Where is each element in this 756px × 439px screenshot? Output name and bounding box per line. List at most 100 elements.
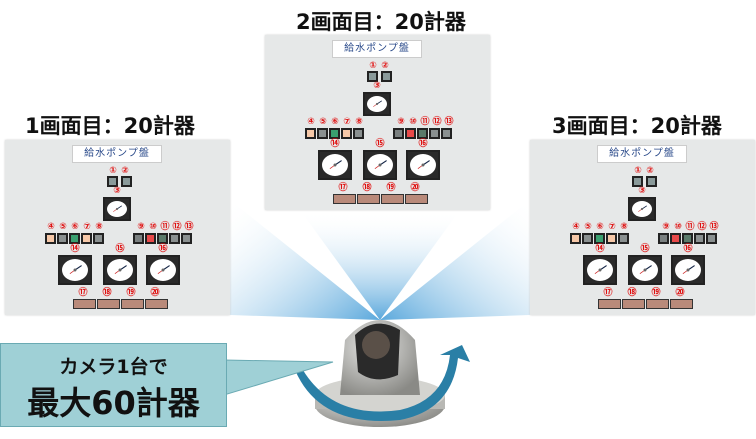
indicator-lamp — [367, 71, 378, 82]
gauge-face — [367, 154, 393, 176]
push-button — [646, 299, 669, 309]
push-button — [622, 299, 645, 309]
indicator-lamp — [670, 233, 681, 244]
meter-number: ⑧ — [95, 222, 103, 232]
meter-number: ⑳ — [410, 183, 420, 193]
indicator-lamp — [381, 71, 392, 82]
meter-number: ⑱ — [627, 288, 637, 298]
meter-number: ⑧ — [355, 117, 363, 127]
meter-number: ⑦ — [608, 222, 616, 232]
meter-number: ⑩ — [149, 222, 157, 232]
analog-gauge — [363, 92, 391, 116]
indicator-lamp — [570, 233, 581, 244]
push-button — [357, 194, 380, 204]
gauge-face — [322, 154, 348, 176]
push-button — [145, 299, 168, 309]
meter-number: ⑪ — [160, 222, 170, 232]
indicator-lamp — [181, 233, 192, 244]
beam-right — [380, 200, 530, 320]
screen-2-title: 2画面目：20計器 — [296, 10, 466, 34]
panel-sign: 給水ポンプ盤 — [72, 145, 162, 163]
indicator-lamp — [417, 128, 428, 139]
meter-number: ⑤ — [319, 117, 327, 127]
meter-number: ⑥ — [71, 222, 79, 232]
push-button — [670, 299, 693, 309]
meter-number: ③ — [373, 81, 381, 91]
indicator-lamp — [632, 176, 643, 187]
meter-number: ⑤ — [584, 222, 592, 232]
rotation-arrow-icon — [295, 345, 470, 421]
meter-number: ⑯ — [418, 139, 428, 149]
analog-gauge — [671, 255, 705, 285]
indicator-lamp — [133, 233, 144, 244]
meter-number: ⑰ — [603, 288, 613, 298]
meter-number: ⑩ — [409, 117, 417, 127]
meter-number: ④ — [572, 222, 580, 232]
analog-gauge — [58, 255, 92, 285]
meter-number: ⑲ — [386, 183, 396, 193]
gauge-face — [675, 259, 701, 281]
analog-gauge — [103, 255, 137, 285]
meter-number: ⑬ — [709, 222, 719, 232]
indicator-lamp — [157, 233, 168, 244]
gauge-face — [410, 154, 436, 176]
indicator-lamp — [694, 233, 705, 244]
indicator-lamp — [81, 233, 92, 244]
beam-left — [230, 200, 380, 320]
meter-number: ⑯ — [683, 244, 693, 254]
meter-number: ⑲ — [651, 288, 661, 298]
meter-number: ⑩ — [674, 222, 682, 232]
gauge-face — [632, 259, 658, 281]
meter-number: ⑫ — [172, 222, 182, 232]
analog-gauge — [318, 150, 352, 180]
screen-1-title: 1画面目：20計器 — [25, 114, 195, 138]
meter-number: ⑮ — [115, 244, 125, 254]
meter-number: ⑬ — [444, 117, 454, 127]
screen-3-title: 3画面目：20計器 — [552, 114, 722, 138]
meter-number: ③ — [113, 186, 121, 196]
indicator-lamp — [594, 233, 605, 244]
meter-number: ⑪ — [420, 117, 430, 127]
indicator-lamp — [317, 128, 328, 139]
indicator-lamp — [121, 176, 132, 187]
analog-gauge — [406, 150, 440, 180]
meter-number: ⑭ — [330, 139, 340, 149]
indicator-lamp — [582, 233, 593, 244]
push-button — [381, 194, 404, 204]
meter-number: ④ — [307, 117, 315, 127]
meter-number: ⑥ — [596, 222, 604, 232]
meter-number: ⑳ — [150, 288, 160, 298]
meter-number: ⑦ — [343, 117, 351, 127]
meter-number: ⑭ — [70, 244, 80, 254]
meter-number: ⑭ — [595, 244, 605, 254]
analog-gauge — [583, 255, 617, 285]
indicator-lamp — [405, 128, 416, 139]
gauge-face — [62, 259, 88, 281]
meter-number: ⑥ — [331, 117, 339, 127]
meter-number: ⑱ — [362, 183, 372, 193]
meter-number: ① — [634, 166, 642, 176]
push-button — [598, 299, 621, 309]
callout-line-1: カメラ1台で — [59, 356, 168, 378]
meter-number: ⑧ — [620, 222, 628, 232]
meter-number: ① — [369, 61, 377, 71]
meter-number: ④ — [47, 222, 55, 232]
indicator-lamp — [57, 233, 68, 244]
push-button — [121, 299, 144, 309]
indicator-lamp — [353, 128, 364, 139]
panel-sign: 給水ポンプ盤 — [332, 40, 422, 58]
meter-number: ⑨ — [397, 117, 405, 127]
gauge-face — [107, 259, 133, 281]
callout-box: カメラ1台で 最大60計器 — [0, 343, 227, 427]
meter-number: ⑰ — [338, 183, 348, 193]
meter-number: ⑫ — [697, 222, 707, 232]
indicator-lamp — [606, 233, 617, 244]
meter-number: ⑬ — [184, 222, 194, 232]
analog-gauge — [146, 255, 180, 285]
meter-number: ⑲ — [126, 288, 136, 298]
push-button — [405, 194, 428, 204]
